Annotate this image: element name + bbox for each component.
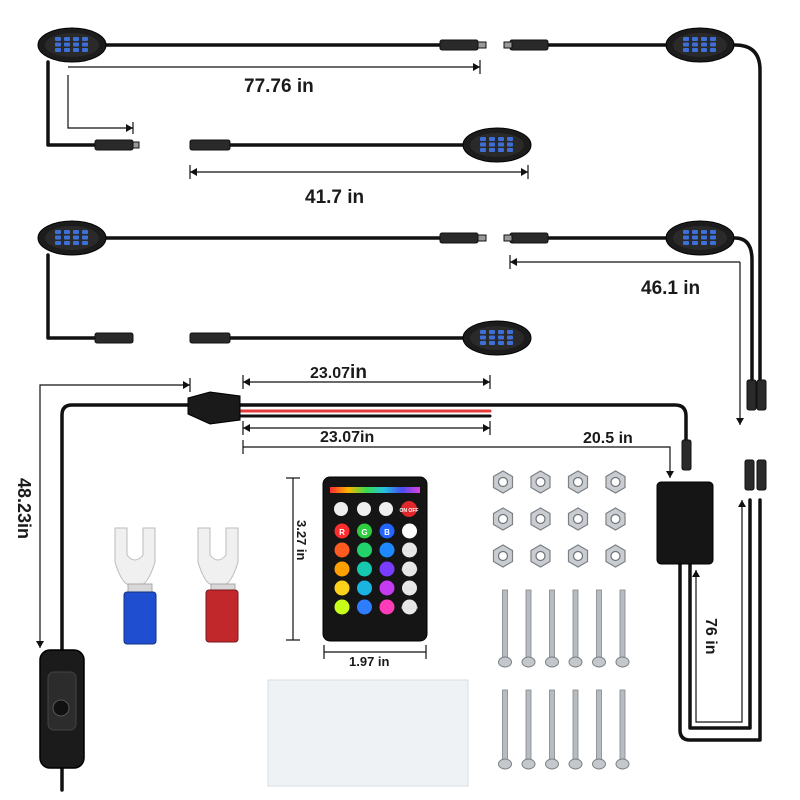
hex-nut [492,544,514,568]
led-pod [37,220,107,256]
hex-nut [492,470,514,494]
led-pod [665,27,735,63]
remote-color-button [334,580,350,596]
screw [521,589,536,668]
remote-mode-button [402,542,417,558]
hex-nut [605,544,626,568]
remote-color-button [357,599,372,615]
remote-color-button [357,542,372,558]
remote-color-label: W [406,528,414,537]
remote-color-button [379,523,395,539]
harness-splitter [187,391,241,425]
hex-nut [530,507,551,531]
dim-label-remote-height: 3.27 in [294,520,309,561]
dimension-lines [39,60,743,723]
hex-nut [567,507,589,531]
remote-icon-button [334,502,348,516]
remote-color-button [334,542,350,558]
screw [545,589,559,668]
dim-label-20-5: 20.5 in [583,430,633,447]
screw [568,689,583,770]
hex-nut [530,470,551,494]
dim-label-harness-upper: 23.07in [310,362,367,383]
remote-color-button [357,523,372,539]
remote-color-button [334,561,350,577]
hex-nut [530,544,551,568]
cables [46,43,762,792]
led-pod [462,127,532,163]
remote-color-button [334,523,350,539]
screw [592,689,606,770]
led-pod [665,220,735,256]
screw [498,589,512,668]
dimension-arrowheads [36,63,746,648]
remote-color-label: B [384,528,390,537]
screw [615,689,630,770]
remote-mode-label: SMOOTH [401,605,419,610]
dim-label-41-7: 41.7 in [305,187,364,208]
remote-color-label: G [361,528,367,537]
dim-label-77-76: 77.76 in [244,76,314,97]
screw [615,589,630,668]
adhesive-pad [267,679,469,787]
remote-mode-button [402,561,417,577]
remote-color-button [379,542,395,558]
screw [521,689,536,770]
hex-nut [492,507,514,531]
led-pod [37,27,107,63]
remote-color-button [334,599,350,615]
remote-color-button [379,599,395,615]
hex-nuts [492,470,626,568]
remote-color-label: R [339,528,345,537]
remote-control: ON OFF R G B W FLASH STROBE FADE SMOOTH [322,476,428,642]
dim-label-46-1: 46.1 in [641,278,700,299]
dim-label-remote-width: 1.97 in [349,654,390,669]
remote-icon-button [357,502,371,516]
remote-color-button [379,580,395,596]
screw [545,689,559,770]
remote-color-button [357,580,372,596]
connectors [94,39,767,491]
remote-mode-button [402,580,417,596]
remote-mode-label: FADE [404,586,415,591]
dim-label-harness-lower: 23.07in [320,429,374,446]
hex-nut [567,544,589,568]
remote-mode-button [402,599,417,615]
inline-switch [39,649,85,769]
spade-terminal-red [197,527,239,643]
screw [568,589,583,668]
screw [498,689,512,770]
hex-nut [605,470,626,494]
hex-nut [567,470,589,494]
remote-color-button [357,561,372,577]
remote-color-button [379,561,395,577]
led-pods [37,27,735,356]
led-pod [462,320,532,356]
dim-label-76: 76 in [702,618,719,654]
remote-power-label: ON OFF [400,508,419,514]
remote-power-button [401,501,417,517]
controller-box [656,481,714,565]
spade-terminal-blue [114,527,157,645]
remote-color-button [402,523,417,539]
hex-nut [605,507,626,531]
pigtail-wires [238,409,492,418]
screw [592,589,606,668]
remote-icon-button [379,502,393,516]
remote-mode-label: STROBE [401,567,418,572]
remote-buttons: ON OFF R G B W FLASH STROBE FADE SMOOTH [334,501,418,615]
remote-mode-label: FLASH [403,548,416,553]
dim-label-48-23: 48.23in [14,478,34,539]
screws [498,589,630,770]
